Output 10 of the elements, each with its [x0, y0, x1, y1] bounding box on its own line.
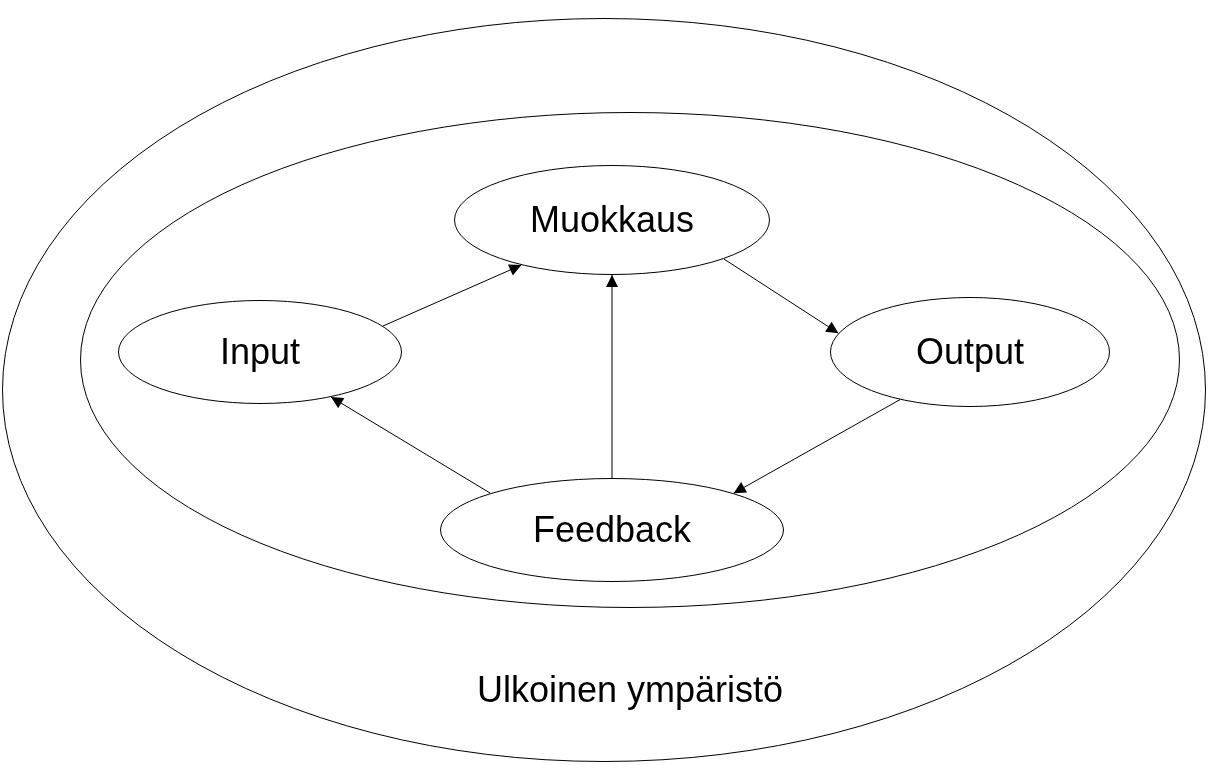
node-label: Input — [219, 331, 301, 373]
node-label: Output — [915, 331, 1025, 373]
arrow — [382, 264, 522, 327]
arrow — [606, 274, 618, 479]
node-label: Feedback — [532, 509, 692, 551]
node-label: Muokkaus — [529, 199, 695, 241]
arrow — [733, 399, 901, 494]
arrow — [723, 258, 839, 334]
arrow — [330, 396, 491, 494]
node-label: Ulkoinen ympäristö — [476, 669, 784, 711]
